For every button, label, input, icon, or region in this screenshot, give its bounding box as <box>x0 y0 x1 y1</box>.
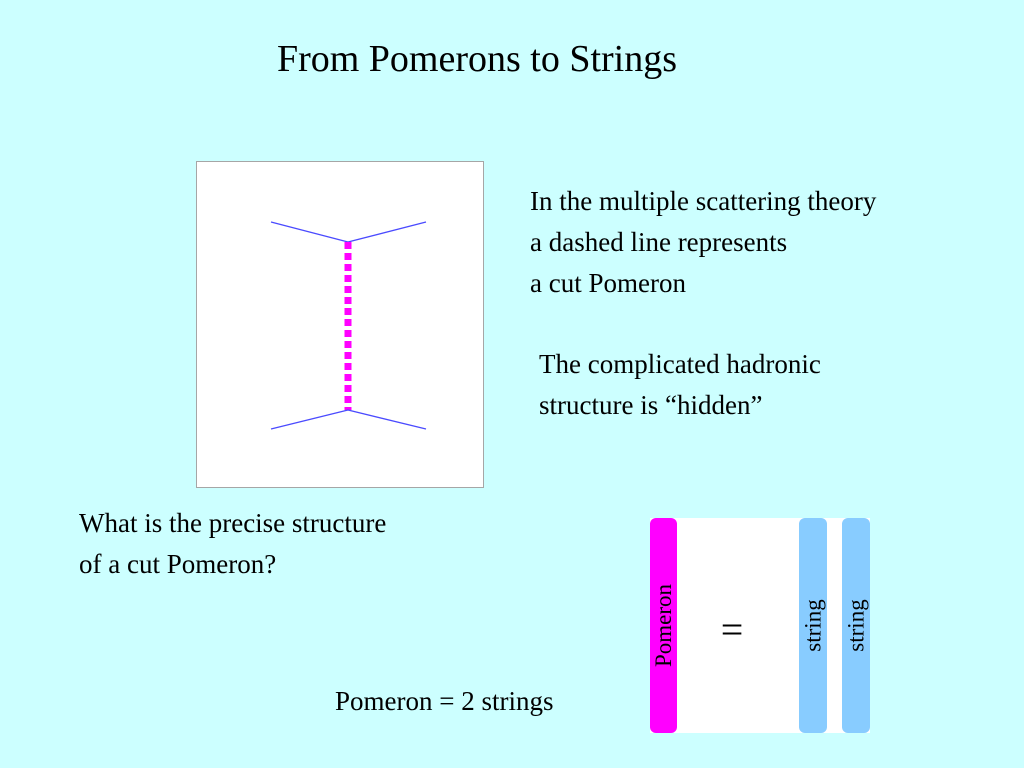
string-bar-label: string <box>843 599 869 652</box>
paragraph-line: The complicated hadronic <box>539 349 821 379</box>
upper-left-external-line <box>270 221 349 243</box>
upper-right-external-line <box>347 221 427 243</box>
paragraph-line: In the multiple scattering theory <box>530 186 877 216</box>
slide-title: From Pomerons to Strings <box>276 38 678 80</box>
string-bar: string <box>799 518 827 733</box>
hadronic-structure-paragraph: The complicated hadronic structure is “h… <box>539 344 821 426</box>
lower-left-external-line <box>270 409 349 430</box>
pomeron-string-equivalence: Pomeron = string string <box>650 518 870 733</box>
equals-sign: = <box>720 607 744 652</box>
pomeron-bar-label: Pomeron <box>651 583 676 668</box>
paragraph-line: a dashed line represents <box>530 227 788 257</box>
cut-pomeron-diagram <box>196 161 484 488</box>
lower-right-external-line <box>347 409 427 430</box>
pomeron-bar: Pomeron <box>650 518 677 733</box>
structure-question: What is the precise structure of a cut P… <box>79 503 386 585</box>
question-line: What is the precise structure <box>79 508 387 538</box>
paragraph-line: structure is “hidden” <box>539 390 763 420</box>
cut-pomeron-diagram-svg <box>270 221 427 430</box>
paragraph-line: a cut Pomeron <box>530 268 686 298</box>
multiple-scattering-paragraph: In the multiple scattering theory a dash… <box>530 181 876 304</box>
question-line: of a cut Pomeron? <box>79 549 277 579</box>
string-bar: string <box>842 518 870 733</box>
equation-caption: Pomeron = 2 strings <box>335 686 554 716</box>
string-bar-label: string <box>800 599 826 652</box>
